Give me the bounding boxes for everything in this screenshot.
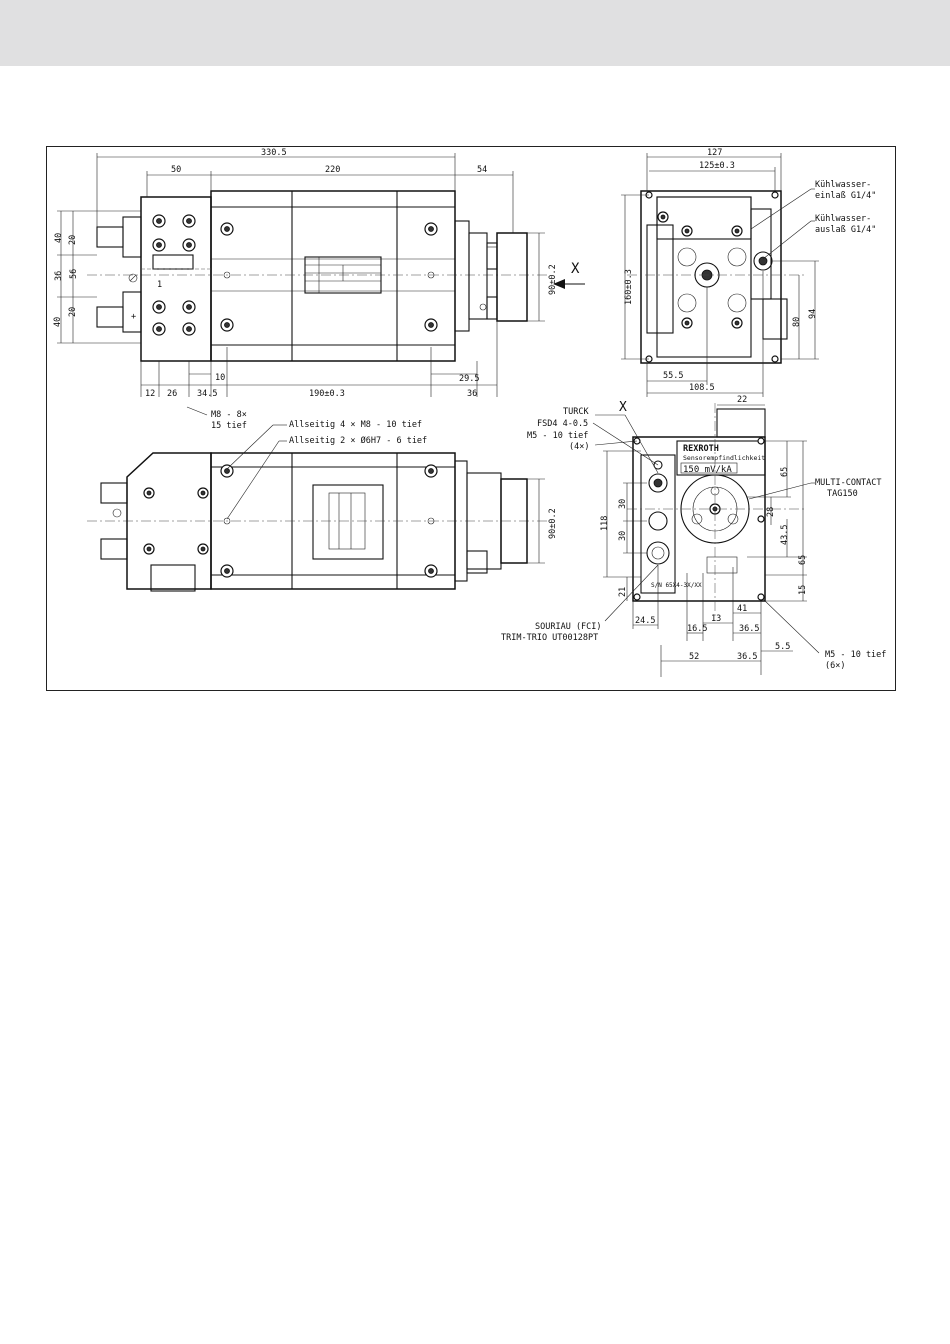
dim-bottom-190: 190±0.3: [309, 389, 345, 399]
dim-bottom-34-5: 34.5: [197, 389, 217, 399]
view-arrow-x: X: [553, 261, 585, 289]
m5-6x-line1: M5 - 10 tief: [825, 650, 886, 660]
souriau-line2: TRIM-TRIO UT00128PT: [501, 633, 598, 643]
dim-end-108-5: 108.5: [689, 383, 715, 393]
dim-rear-length: 54: [477, 165, 487, 175]
dim-end-80: 80: [792, 317, 802, 327]
svg-text:+: +: [131, 312, 136, 322]
dim-body-length: 220: [325, 165, 340, 175]
rexroth-logo-text: REXROTH: [683, 444, 719, 454]
dim-left-20-bottom: 20: [68, 307, 78, 317]
view-x-label-top: X: [571, 261, 580, 277]
m5-4x-line2: (4×): [569, 442, 589, 452]
view-x-label-bottom: X: [619, 400, 627, 415]
dim-shaft-dia-top: 90±0.2: [548, 264, 558, 295]
dim-end-width-125: 125±0.3: [699, 161, 735, 171]
serial-number-label: S/N 65X4-3X/XX: [651, 582, 702, 589]
dim-left-20-top: 20: [68, 235, 78, 245]
end-view: [627, 190, 807, 364]
dim-left-36: 36: [54, 271, 64, 281]
fsd-label: FSD4 4-0.5: [537, 419, 588, 429]
technical-drawing-frame: + 330.5 50 220 54 40 20 36 56 20: [46, 146, 896, 691]
sensor-callouts: TURCK FSD4 4-0.5 M5 - 10 tief (4×) SOURI…: [501, 407, 886, 671]
dim-sensor-28: 28: [766, 507, 776, 517]
dim-bottom-26: 26: [167, 389, 177, 399]
dim-small-1: 1: [157, 280, 162, 290]
cooling-inlet-line1: Kühlwasser-: [815, 180, 871, 190]
dim-sensor-30a: 30: [618, 499, 628, 509]
dim-sensor-30b: 30: [618, 531, 628, 541]
dim-sensor-16-5: 16.5: [687, 624, 707, 634]
m8-callout-line2: 15 tief: [211, 421, 247, 431]
multicontact-line2: TAG150: [827, 489, 858, 499]
allseitig-dia-callout: Allseitig 2 × Ø6H7 - 6 tief: [289, 435, 427, 446]
dim-left-40-top: 40: [54, 233, 64, 243]
sensor-sensitivity-label: Sensorempfindlichkeit: [683, 454, 765, 462]
turck-label: TURCK: [563, 407, 589, 417]
dim-overall-length: 330.5: [261, 148, 287, 158]
dim-sensor-13: 13: [711, 614, 721, 624]
dim-end-width-127: 127: [707, 148, 722, 158]
dim-sensor-43-5: 43.5: [780, 525, 790, 545]
side-view-dimensions: 330.5 50 220 54 40 20 36 56 20 40 1: [53, 148, 558, 399]
thread-callouts: M8 - 8× 15 tief Allseitig 4 × M8 - 10 ti…: [186, 406, 427, 520]
dim-bottom-36: 36: [467, 389, 477, 399]
dim-end-94: 94: [808, 309, 818, 319]
top-view-dimensions: 90±0.2: [527, 478, 558, 564]
allseitig-m8-callout: Allseitig 4 × M8 - 10 tief: [289, 420, 422, 430]
dim-sensor-41: 41: [737, 604, 747, 614]
dim-sensor-24-5: 24.5: [635, 616, 655, 626]
dim-sensor-21: 21: [618, 587, 628, 597]
dim-sensor-118: 118: [600, 516, 610, 531]
dim-shaft-dia-bottom: 90±0.2: [548, 508, 558, 539]
cooling-outlet-line1: Kühlwasser-: [815, 214, 871, 224]
dim-sensor-36-5a: 36.5: [739, 624, 759, 634]
dim-end-55-5: 55.5: [663, 371, 683, 381]
dim-bottom-10: 10: [215, 373, 225, 383]
dim-left-56: 56: [69, 269, 79, 279]
dim-sensor-65b: 65: [798, 555, 808, 565]
dim-left-40-bottom: 40: [53, 317, 63, 327]
sensor-sensitivity-value: 150 mV/kA: [683, 465, 732, 475]
m8-callout-line1: M8 - 8×: [211, 410, 247, 420]
dim-sensor-22: 22: [737, 395, 747, 405]
dim-sensor-5-5: 5.5: [775, 642, 790, 652]
dim-flange-width: 50: [171, 165, 181, 175]
sensor-view-dimensions: 22 118 30 30 21 24.5 16.5 13 36.5 41 52 …: [600, 395, 808, 677]
sensor-view: X REXROTH Sensorempfindlichkeit 150 mV/k…: [619, 400, 807, 617]
cooling-water-labels: Kühlwasser- einlaß G1/4" Kühlwasser- aus…: [750, 180, 876, 260]
m5-6x-line2: (6×): [825, 661, 845, 671]
souriau-line1: SOURIAU (FCI): [535, 622, 602, 632]
multicontact-line1: MULTI-CONTACT: [815, 478, 882, 488]
top-view-bottom: [87, 452, 547, 592]
cooling-outlet-line2: auslaß G1/4": [815, 225, 876, 235]
end-view-dimensions: 127 125±0.3 160±0.3 80 94 55.5 108.5: [621, 148, 819, 397]
dim-sensor-36-5b: 36.5: [737, 652, 757, 662]
dim-bottom-12: 12: [145, 389, 155, 399]
dim-sensor-65a: 65: [780, 467, 790, 477]
header-band: [0, 0, 950, 66]
dim-sensor-52: 52: [689, 652, 699, 662]
side-view-top: +: [87, 190, 547, 362]
dim-sensor-15: 15: [798, 585, 808, 595]
cooling-inlet-line2: einlaß G1/4": [815, 191, 876, 201]
m5-4x-line1: M5 - 10 tief: [527, 431, 588, 441]
dim-bottom-29-5: 29.5: [459, 374, 479, 384]
dim-end-height-160: 160±0.3: [624, 269, 634, 305]
technical-drawing: + 330.5 50 220 54 40 20 36 56 20: [53, 148, 886, 677]
